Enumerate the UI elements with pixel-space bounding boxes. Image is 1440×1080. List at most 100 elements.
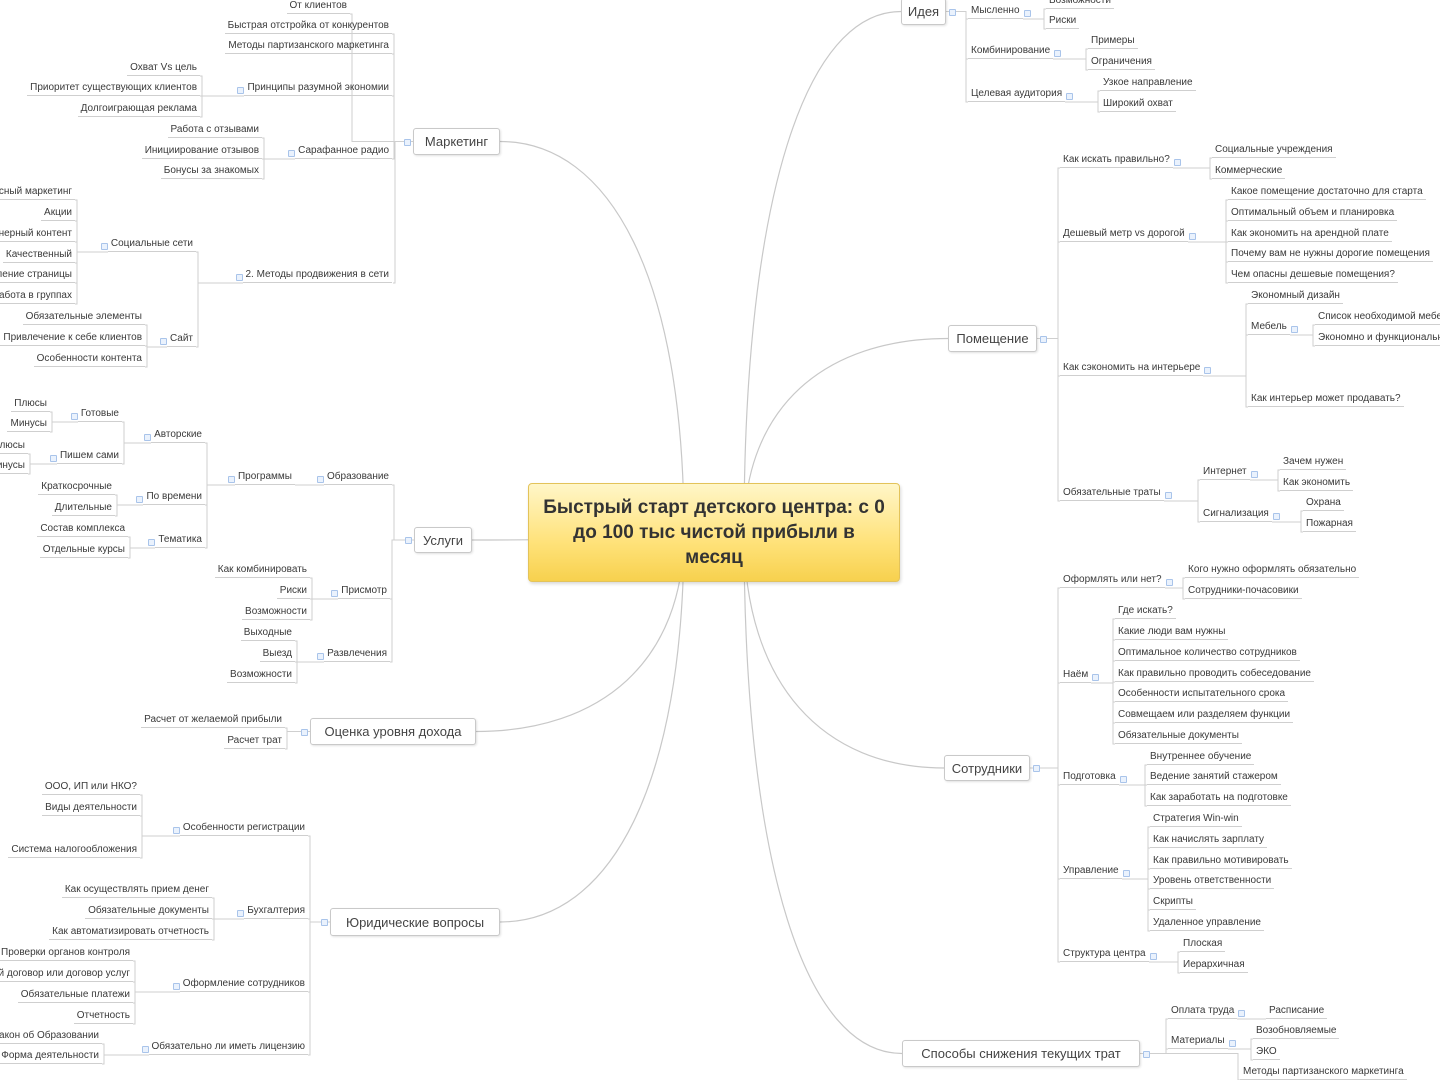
collapse-toggle-icon[interactable] xyxy=(71,413,78,420)
collapse-toggle-icon[interactable] xyxy=(148,539,155,546)
collapse-toggle-icon[interactable] xyxy=(1204,367,1211,374)
collapse-toggle-icon[interactable] xyxy=(404,138,411,146)
subtopic[interactable]: Оптимальный объем и планировка xyxy=(1228,206,1398,221)
subtopic[interactable]: Возможности xyxy=(242,605,310,620)
subtopic[interactable]: Ведение занятий стажером xyxy=(1147,770,1281,785)
collapse-toggle-icon[interactable] xyxy=(1033,765,1040,772)
central-topic[interactable]: Быстрый старт детского центра: с 0 до 10… xyxy=(528,483,900,582)
collapse-toggle-icon[interactable] xyxy=(317,653,324,660)
collapse-toggle-icon[interactable] xyxy=(331,590,338,597)
subtopic[interactable]: Дешевый метр vs дорогой xyxy=(1060,227,1188,242)
subtopic[interactable]: Оптимальное количество сотрудников xyxy=(1115,646,1300,661)
collapse-toggle-icon[interactable] xyxy=(1054,50,1061,57)
collapse-toggle-icon[interactable] xyxy=(237,910,244,917)
subtopic[interactable]: Программы xyxy=(234,470,295,485)
collapse-toggle-icon[interactable] xyxy=(1251,471,1258,478)
subtopic[interactable]: Длительные xyxy=(51,501,115,516)
collapse-toggle-icon[interactable] xyxy=(1165,492,1172,499)
subtopic[interactable]: Принципы разумной экономии xyxy=(244,81,392,96)
subtopic[interactable]: Пишем сами xyxy=(56,449,122,464)
subtopic[interactable]: Пожарная xyxy=(1303,517,1356,532)
subtopic[interactable]: Оплата труда xyxy=(1168,1004,1238,1019)
subtopic[interactable]: Как осуществлять прием денег xyxy=(61,883,212,898)
subtopic[interactable]: Обязательные траты xyxy=(1060,486,1164,501)
subtopic[interactable]: Плоская xyxy=(1180,937,1226,952)
collapse-toggle-icon[interactable] xyxy=(144,434,151,441)
topic-legal[interactable]: Юридические вопросы xyxy=(330,908,500,936)
subtopic[interactable]: Примеры xyxy=(1088,34,1138,49)
subtopic[interactable]: Система налогообложения xyxy=(8,843,140,858)
subtopic[interactable]: Социальные учреждения xyxy=(1212,143,1336,158)
collapse-toggle-icon[interactable] xyxy=(101,243,108,250)
subtopic[interactable]: Удаленное управление xyxy=(1150,916,1264,931)
collapse-toggle-icon[interactable] xyxy=(301,728,308,736)
subtopic[interactable]: ЭКО xyxy=(1253,1045,1280,1060)
subtopic[interactable]: Кого нужно оформлять обязательно xyxy=(1185,563,1360,578)
subtopic[interactable]: Обязательные элементы xyxy=(22,310,145,325)
subtopic[interactable]: Скрипты xyxy=(1150,895,1196,910)
subtopic[interactable]: Возможности xyxy=(1046,0,1114,9)
collapse-toggle-icon[interactable] xyxy=(173,827,180,834)
collapse-toggle-icon[interactable] xyxy=(1123,870,1130,877)
collapse-toggle-icon[interactable] xyxy=(136,496,143,503)
collapse-toggle-icon[interactable] xyxy=(1291,326,1298,333)
topic-premises[interactable]: Помещение xyxy=(948,325,1037,352)
subtopic[interactable]: Управление xyxy=(1060,864,1122,879)
subtopic[interactable]: Методы партизанского маркетинга xyxy=(1240,1065,1407,1080)
collapse-toggle-icon[interactable] xyxy=(1120,776,1127,783)
subtopic[interactable]: 2. Методы продвижения в сети xyxy=(242,268,392,283)
subtopic[interactable]: Иерархичная xyxy=(1180,958,1248,973)
subtopic[interactable]: Как автоматизировать отчетность xyxy=(49,925,212,940)
subtopic[interactable]: По времени xyxy=(143,490,205,505)
collapse-toggle-icon[interactable] xyxy=(160,338,167,345)
subtopic[interactable]: Узкое направление xyxy=(1100,76,1196,91)
subtopic[interactable]: Какое помещение достаточно для старта xyxy=(1228,185,1426,200)
topic-income[interactable]: Оценка уровня дохода xyxy=(310,718,476,745)
collapse-toggle-icon[interactable] xyxy=(1189,233,1196,240)
subtopic[interactable]: Социальные сети xyxy=(107,237,196,252)
subtopic[interactable]: Как начислять зарплату xyxy=(1150,833,1268,848)
subtopic[interactable]: Материалы xyxy=(1168,1034,1228,1049)
subtopic[interactable]: Быстрая отстройка от конкурентов xyxy=(224,19,392,34)
topic-staff[interactable]: Сотрудники xyxy=(944,755,1030,781)
subtopic[interactable]: Расписание xyxy=(1266,1004,1328,1019)
subtopic[interactable]: Обязательные документы xyxy=(1115,729,1242,744)
subtopic[interactable]: Возможности xyxy=(227,668,295,683)
subtopic[interactable]: Риски xyxy=(276,584,310,599)
subtopic[interactable]: Уровень ответственности xyxy=(1150,874,1275,889)
subtopic[interactable]: Коммерческие xyxy=(1212,164,1286,179)
collapse-toggle-icon[interactable] xyxy=(1150,953,1157,960)
subtopic[interactable]: Краткосрочные xyxy=(38,480,115,495)
subtopic[interactable]: Как заработать на подготовке xyxy=(1147,791,1291,806)
subtopic[interactable]: Где искать? xyxy=(1115,604,1176,619)
subtopic[interactable]: Особенности испытательного срока xyxy=(1115,687,1289,702)
subtopic[interactable]: Как экономить на арендной плате xyxy=(1228,227,1392,242)
subtopic[interactable]: Выезд xyxy=(259,647,295,662)
collapse-toggle-icon[interactable] xyxy=(1066,93,1073,100)
collapse-toggle-icon[interactable] xyxy=(1092,674,1099,681)
subtopic[interactable]: Расчет трат xyxy=(224,734,285,749)
collapse-toggle-icon[interactable] xyxy=(288,150,295,157)
subtopic[interactable]: Бухгалтерия xyxy=(244,904,308,919)
collapse-toggle-icon[interactable] xyxy=(1166,579,1173,586)
topic-services[interactable]: Услуги xyxy=(414,527,472,553)
subtopic[interactable]: Качественный xyxy=(2,248,75,263)
collapse-toggle-icon[interactable] xyxy=(236,274,243,281)
subtopic[interactable]: Работа в группах xyxy=(0,289,75,304)
subtopic[interactable]: Подготовка xyxy=(1060,770,1119,785)
subtopic[interactable]: Готовые xyxy=(77,407,122,422)
subtopic[interactable]: Охват Vs цель xyxy=(127,61,200,76)
subtopic[interactable]: Отчетность xyxy=(73,1009,133,1024)
subtopic[interactable]: Методы партизанского маркетинга xyxy=(225,39,392,54)
subtopic[interactable]: Сайт xyxy=(166,332,196,347)
collapse-toggle-icon[interactable] xyxy=(228,476,235,483)
subtopic[interactable]: Целевая аудитория xyxy=(968,87,1066,102)
subtopic[interactable]: Стратегия Win-win xyxy=(1150,812,1242,827)
collapse-toggle-icon[interactable] xyxy=(1273,513,1280,520)
collapse-toggle-icon[interactable] xyxy=(949,8,956,16)
subtopic[interactable]: Работа с отзывами xyxy=(167,123,262,138)
subtopic[interactable]: Расчет от желаемой прибыли xyxy=(141,713,285,728)
subtopic[interactable]: Как сэкономить на интерьере xyxy=(1060,361,1204,376)
subtopic[interactable]: Широкий охват xyxy=(1100,97,1176,112)
subtopic[interactable]: Виды деятельности xyxy=(42,801,140,816)
